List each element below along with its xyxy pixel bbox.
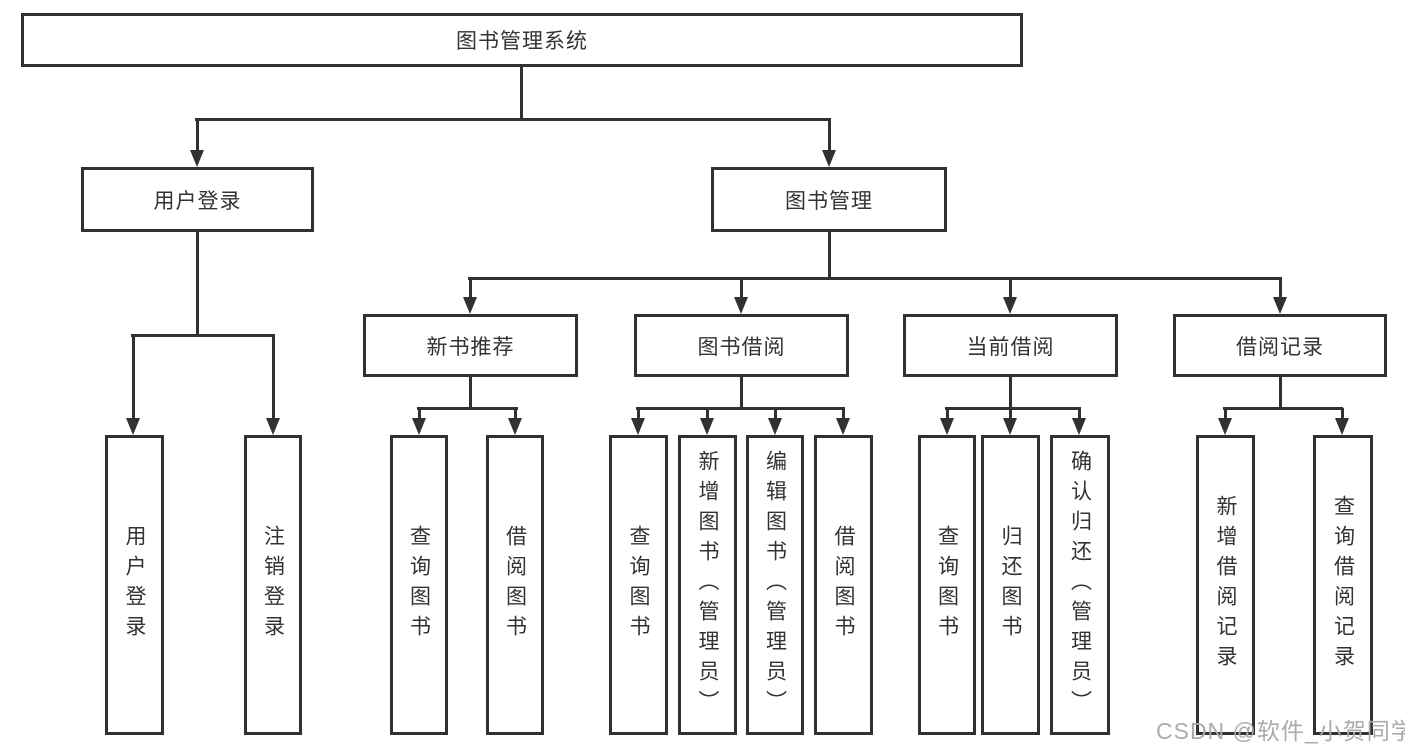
node-logout-label: 注销登录 bbox=[261, 525, 285, 645]
node-bb-add-box: 新增图书（管理员） bbox=[678, 435, 737, 735]
node-bb-edit-label: 编辑图书（管理员） bbox=[763, 450, 787, 720]
node-bb-add-label: 新增图书（管理员） bbox=[696, 450, 719, 720]
node-br-query-box: 查询借阅记录 bbox=[1313, 435, 1373, 735]
node-nb-query-box: 查询图书 bbox=[390, 435, 448, 735]
connector-borrowing-branch bbox=[636, 407, 845, 410]
connector-records-branch bbox=[1223, 407, 1343, 410]
node-current-box: 当前借阅 bbox=[903, 314, 1118, 377]
arrowhead-bb-add bbox=[700, 418, 714, 435]
node-bb-query-label: 查询图书 bbox=[627, 525, 650, 645]
connector-root-branch bbox=[195, 118, 831, 121]
arrowhead-book-mgmt bbox=[822, 150, 836, 167]
arrowhead-bb-query bbox=[631, 418, 645, 435]
node-br-add-label: 新增借阅记录 bbox=[1214, 495, 1237, 675]
connector-bookmgmt-stem bbox=[828, 232, 831, 279]
node-cb-query-box: 查询图书 bbox=[918, 435, 976, 735]
node-login-label: 用户登录 bbox=[123, 525, 146, 645]
node-br-add-box: 新增借阅记录 bbox=[1196, 435, 1255, 735]
connector-bookmgmt-drop-4 bbox=[1279, 278, 1282, 298]
connector-records-stem bbox=[1279, 377, 1282, 409]
connector-root-drop-left bbox=[196, 119, 199, 152]
node-book-mgmt-box: 图书管理 bbox=[711, 167, 947, 232]
connector-borrowing-stem bbox=[740, 377, 743, 409]
connector-bookmgmt-drop-1 bbox=[469, 278, 472, 298]
node-nb-borrow-label: 借阅图书 bbox=[503, 525, 527, 645]
node-bb-query-box: 查询图书 bbox=[609, 435, 668, 735]
node-current-label: 当前借阅 bbox=[966, 335, 1055, 359]
node-user-login-box: 用户登录 bbox=[81, 167, 314, 232]
arrowhead-cb-confirm bbox=[1072, 418, 1086, 435]
node-bb-borrow-box: 借阅图书 bbox=[814, 435, 873, 735]
node-new-books-label: 新书推荐 bbox=[426, 335, 515, 359]
arrowhead-bb-edit bbox=[768, 418, 782, 435]
arrowhead-nb-borrow bbox=[508, 418, 522, 435]
connector-current-drop-2 bbox=[1009, 408, 1012, 419]
node-bb-borrow-label: 借阅图书 bbox=[832, 525, 855, 645]
node-borrowing-label: 图书借阅 bbox=[697, 335, 786, 359]
arrowhead-bb-borrow bbox=[836, 418, 850, 435]
connector-newbooks-stem bbox=[469, 377, 472, 409]
arrowhead-new-books bbox=[463, 297, 477, 314]
arrowhead-user-login bbox=[190, 150, 204, 167]
arrowhead-borrowing bbox=[734, 297, 748, 314]
arrowhead-cb-query bbox=[940, 418, 954, 435]
node-root-label: 图书管理系统 bbox=[456, 30, 588, 53]
connector-root-stem bbox=[520, 67, 523, 119]
node-records-label: 借阅记录 bbox=[1236, 335, 1324, 359]
connector-userlogin-stem bbox=[196, 232, 199, 336]
connector-userlogin-branch bbox=[131, 334, 275, 337]
node-nb-borrow-box: 借阅图书 bbox=[486, 435, 544, 735]
arrowhead-br-add bbox=[1218, 418, 1232, 435]
connector-borrowing-drop-2 bbox=[706, 408, 709, 419]
connector-newbooks-drop-1 bbox=[418, 408, 421, 419]
node-cb-return-label: 归还图书 bbox=[999, 525, 1022, 645]
node-login-box: 用户登录 bbox=[105, 435, 164, 735]
arrowhead-nb-query bbox=[412, 418, 426, 435]
node-cb-return-box: 归还图书 bbox=[981, 435, 1040, 735]
connector-root-drop-right bbox=[828, 119, 831, 152]
connector-userlogin-drop-1 bbox=[132, 335, 135, 419]
connector-current-stem bbox=[1009, 377, 1012, 409]
node-cb-query-label: 查询图书 bbox=[935, 525, 959, 645]
node-book-mgmt-label: 图书管理 bbox=[785, 189, 873, 213]
connector-records-drop-1 bbox=[1224, 408, 1227, 419]
arrowhead-br-query bbox=[1335, 418, 1349, 435]
node-records-box: 借阅记录 bbox=[1173, 314, 1387, 377]
connector-current-branch bbox=[945, 407, 1081, 410]
connector-userlogin-drop-2 bbox=[272, 335, 275, 419]
node-logout-box: 注销登录 bbox=[244, 435, 302, 735]
connector-borrowing-drop-1 bbox=[637, 408, 640, 419]
node-borrowing-box: 图书借阅 bbox=[634, 314, 849, 377]
watermark: CSDN @软件_小贺同学 bbox=[1156, 718, 1405, 744]
node-new-books-box: 新书推荐 bbox=[363, 314, 578, 377]
node-bb-edit-box: 编辑图书（管理员） bbox=[746, 435, 804, 735]
connector-bookmgmt-drop-3 bbox=[1009, 278, 1012, 298]
connector-newbooks-drop-2 bbox=[514, 408, 517, 419]
connector-borrowing-drop-4 bbox=[842, 408, 845, 419]
connector-borrowing-drop-3 bbox=[774, 408, 777, 419]
node-root-box: 图书管理系统 bbox=[21, 13, 1023, 67]
connector-bookmgmt-drop-2 bbox=[740, 278, 743, 298]
node-user-login-label: 用户登录 bbox=[153, 189, 242, 213]
node-nb-query-label: 查询图书 bbox=[407, 525, 431, 645]
connector-newbooks-branch bbox=[417, 407, 518, 410]
connector-records-drop-2 bbox=[1341, 408, 1344, 419]
arrowhead-login bbox=[126, 418, 140, 435]
arrowhead-logout bbox=[266, 418, 280, 435]
node-br-query-label: 查询借阅记录 bbox=[1331, 495, 1355, 675]
connector-current-drop-3 bbox=[1078, 408, 1081, 419]
node-cb-confirm-label: 确认归还（管理员） bbox=[1068, 450, 1092, 720]
arrowhead-records bbox=[1273, 297, 1287, 314]
connector-bookmgmt-branch bbox=[468, 277, 1282, 280]
arrowhead-cb-return bbox=[1003, 418, 1017, 435]
connector-current-drop-1 bbox=[946, 408, 949, 419]
arrowhead-current bbox=[1003, 297, 1017, 314]
node-cb-confirm-box: 确认归还（管理员） bbox=[1050, 435, 1110, 735]
